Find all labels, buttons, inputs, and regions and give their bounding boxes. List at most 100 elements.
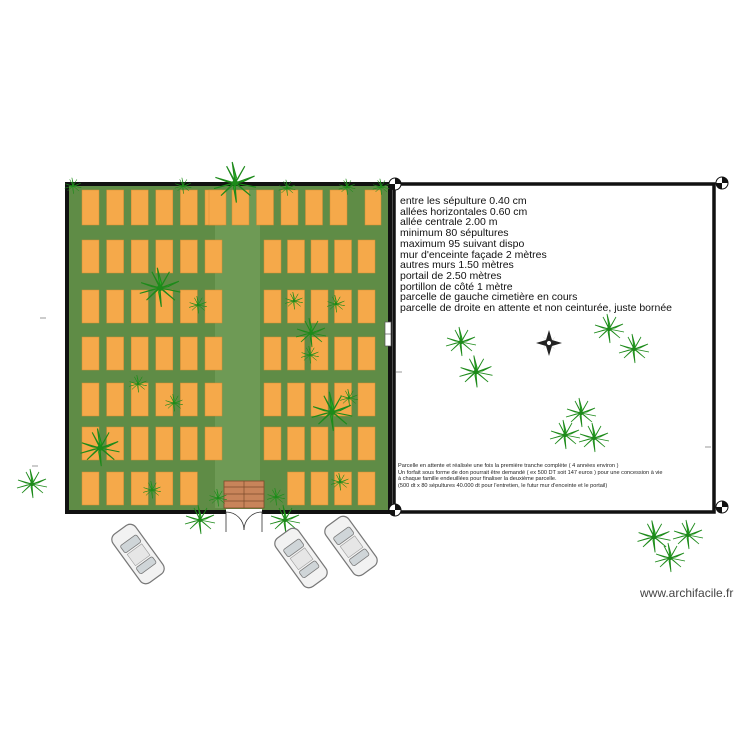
palm-tree-icon (654, 542, 686, 573)
note-line: portail de 2.50 mètres (400, 269, 502, 282)
grave-plot (180, 289, 198, 324)
grave-plot (280, 189, 299, 226)
grave-plot (130, 382, 149, 417)
grave-plot (263, 426, 282, 461)
waiting-parcel (388, 176, 729, 517)
grave-plot (357, 426, 376, 461)
cemetery-parcel (65, 182, 392, 532)
grave-plot (256, 189, 274, 226)
side-door-icon (384, 321, 392, 347)
grave-plot (106, 382, 124, 417)
compass-rose-icon (536, 330, 562, 356)
grave-plot (155, 289, 174, 324)
gate-pavers (223, 480, 265, 509)
small-note-line: (500 dt x 80 sépultures 40.000 dt pour l… (398, 482, 608, 489)
grave-plot (263, 239, 282, 274)
palm-tree-icon (618, 333, 650, 364)
grave-plot (357, 239, 376, 274)
palm-tree-icon (565, 397, 597, 428)
grave-plot (130, 426, 149, 461)
grave-plot (204, 336, 223, 371)
grave-plot (180, 336, 198, 371)
grave-plot (180, 382, 198, 417)
parcel-notes: Parcelle en attente et réalisée une fois… (398, 463, 718, 489)
grave-plot (81, 289, 100, 324)
grave-plot (334, 426, 352, 461)
note-line: autres murs 1.50 mètres (400, 259, 514, 272)
grave-plot (357, 336, 376, 371)
grave-plot (357, 471, 376, 506)
grave-plot (106, 471, 124, 506)
grave-plot (287, 426, 305, 461)
grave-plot (155, 239, 174, 274)
grave-plot (155, 426, 174, 461)
grave-plot (81, 189, 100, 226)
grave-plot (81, 382, 100, 417)
grave-plot (106, 239, 124, 274)
palm-tree-icon (445, 326, 477, 357)
note-line: minimum 80 sépultures (400, 227, 509, 240)
car-icon (271, 524, 331, 592)
palm-tree-icon (593, 313, 625, 344)
grave-plot (263, 336, 282, 371)
note-line: portillon de côté 1 mètre (400, 280, 513, 293)
grave-plot (334, 336, 352, 371)
grave-plot (204, 289, 223, 324)
grave-plot (208, 189, 227, 226)
palm-tree-icon (636, 519, 672, 553)
grave-plot (130, 189, 149, 226)
grave-plot (180, 426, 198, 461)
grave-plot (155, 336, 174, 371)
watermark: www.archifacile.fr (640, 586, 734, 600)
grave-plot (180, 239, 198, 274)
grave-plot (329, 189, 348, 226)
grave-plot (263, 289, 282, 324)
grave-plot (364, 189, 382, 226)
small-note-line: Parcelle en attente et réalisée une fois… (398, 463, 619, 469)
grave-plot (334, 239, 352, 274)
grave-plot (130, 336, 149, 371)
palm-tree-icon (16, 468, 48, 499)
grave-plot (106, 289, 124, 324)
gate-icon (225, 509, 263, 532)
palm-tree-icon (672, 519, 704, 550)
grave-plot (204, 382, 223, 417)
grave-plot (106, 336, 124, 371)
grave-plot (287, 382, 305, 417)
grave-plot (287, 336, 305, 371)
grave-plot (155, 471, 174, 506)
grave-plot (305, 189, 323, 226)
car-icon (321, 512, 381, 580)
parcel-boundary (392, 182, 716, 514)
grave-plot (310, 471, 329, 506)
note-line: parcelle de gauche cimetière en cours (400, 291, 578, 304)
grave-plot (180, 471, 198, 506)
central-alley (215, 190, 260, 508)
grave-plot (155, 382, 174, 417)
grave-plot (287, 289, 305, 324)
grave-plot (130, 239, 149, 274)
grave-plot (287, 471, 305, 506)
grave-plot (357, 382, 376, 417)
grave-plot (204, 426, 223, 461)
grave-plot (204, 239, 223, 274)
grave-plot (357, 289, 376, 324)
project-notes: entre les sépulture 0.40 cm allées horiz… (400, 196, 710, 314)
small-note-line: à chaque famille endeuillées pour finali… (398, 476, 557, 483)
grave-plot (334, 289, 352, 324)
grave-plot (130, 471, 149, 506)
note-line: allée centrale 2.00 m (400, 216, 498, 229)
grave-plot (263, 382, 282, 417)
grave-plot (81, 471, 100, 506)
car-icon (108, 520, 168, 588)
boundary-marker-icon (388, 176, 729, 517)
palm-tree-icon (458, 354, 494, 388)
note-line: parcelle de droite en attente et non cei… (400, 302, 673, 315)
grave-plot (310, 289, 329, 324)
grave-grid (81, 189, 382, 506)
note-line: allées horizontales 0.60 cm (400, 205, 528, 218)
palm-tree-icon (549, 419, 581, 450)
grave-plot (106, 189, 124, 226)
grave-plot (81, 239, 100, 274)
